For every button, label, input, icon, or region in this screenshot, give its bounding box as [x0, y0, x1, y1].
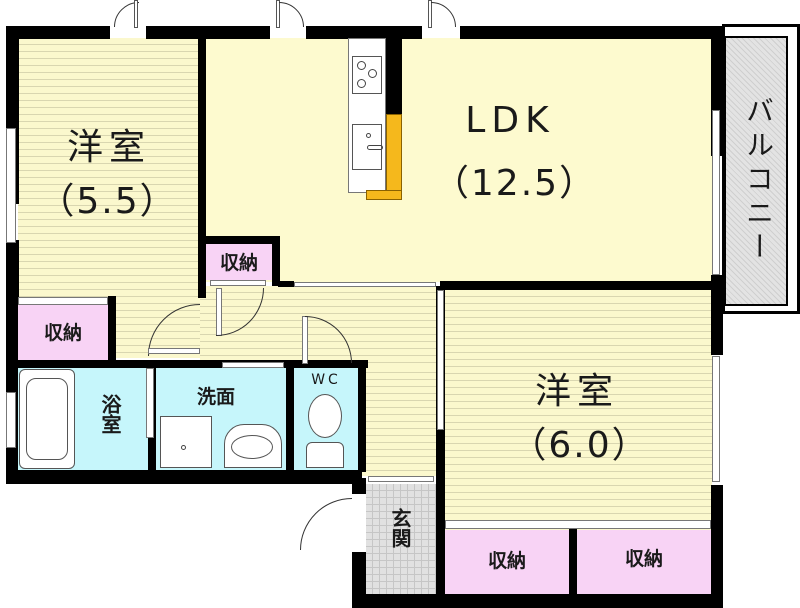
- wall-top-left: [6, 26, 110, 39]
- door-top-1[interactable]: [110, 0, 146, 39]
- wall-right-low: [711, 485, 723, 608]
- western-room-right-floor: [445, 290, 712, 530]
- kitchen-wall: [386, 38, 402, 116]
- door-left-room-leaf[interactable]: [148, 348, 200, 354]
- wall-storage-divider: [569, 522, 577, 598]
- window-ldk-balcony: [712, 110, 720, 275]
- sink-icon: [352, 124, 383, 170]
- door-top-3[interactable]: [422, 0, 460, 39]
- washing-machine-icon: [160, 416, 212, 468]
- storage-left-label: 収納: [43, 322, 82, 344]
- balcony: バルコニー: [724, 36, 788, 306]
- wall-wet-bottom: [6, 470, 362, 484]
- wall-wet-top: [18, 360, 368, 368]
- hallway-lower-floor: [362, 366, 436, 476]
- wall-wc-right: [358, 360, 366, 472]
- wall-wash-wc: [286, 362, 294, 472]
- toilet-label: WC: [311, 372, 341, 388]
- kitchen-bar: [386, 114, 402, 200]
- storage-bottom-1[interactable]: 収納: [445, 530, 569, 594]
- entrance: 玄関: [366, 484, 436, 594]
- front-door-opening[interactable]: [352, 494, 366, 552]
- stove-icon: [352, 56, 382, 94]
- wall-top-mid1: [146, 26, 270, 39]
- balcony-label: バルコニー: [742, 96, 775, 266]
- wall-bottom: [352, 594, 722, 608]
- washroom-door[interactable]: [222, 362, 284, 368]
- bathroom: 浴室: [18, 368, 148, 470]
- toilet-tank-icon: [306, 442, 344, 468]
- wall-top-mid2: [306, 26, 422, 39]
- window-left-room: [6, 128, 16, 243]
- wall-top-right: [460, 26, 724, 39]
- western-room-right-size: （6.0）: [510, 425, 650, 466]
- window-right-room: [712, 356, 720, 482]
- bathroom-door[interactable]: [146, 368, 154, 438]
- storage-ldk-door[interactable]: [210, 280, 266, 286]
- wall-storage-ldk-right: [272, 236, 280, 286]
- wall-storage-ldk-top: [200, 236, 280, 244]
- bathtub-icon: [19, 369, 75, 469]
- wall-storage-left-right: [108, 296, 116, 362]
- kitchen-bar-foot: [366, 190, 402, 200]
- storage-left[interactable]: 収納: [18, 305, 108, 360]
- entrance-step: [368, 476, 434, 482]
- storage-bottom-1-label: 収納: [487, 550, 526, 572]
- ldk-size: （12.5）: [432, 163, 598, 204]
- door-ldk-sliding[interactable]: [294, 282, 436, 287]
- storage-ldk[interactable]: 収納: [206, 244, 272, 280]
- toilet: WC: [294, 368, 358, 470]
- wall-hall-right: [436, 286, 445, 608]
- western-room-right-label: 洋室: [534, 371, 619, 412]
- storage-bottom-doors[interactable]: [445, 520, 711, 529]
- door-top-2[interactable]: [270, 0, 306, 39]
- storage-left-door[interactable]: [18, 297, 108, 305]
- wall-right-mid: [711, 275, 723, 355]
- wall-divider-left: [198, 38, 206, 298]
- wall-ldk-bottom: [440, 281, 712, 290]
- washroom: 洗面: [156, 368, 286, 470]
- toilet-bowl-icon: [308, 394, 342, 438]
- storage-bottom-2[interactable]: 収納: [577, 530, 711, 594]
- storage-ldk-label: 収納: [219, 252, 258, 274]
- ldk-label: LDK: [465, 100, 555, 141]
- western-room-left-label: 洋室: [66, 127, 151, 168]
- wall-ldk-bottom-left: [278, 281, 294, 287]
- storage-bottom-2-label: 収納: [624, 548, 663, 570]
- western-room-left-size: （5.5）: [38, 181, 178, 222]
- entrance-label: 玄関: [388, 508, 412, 548]
- wash-basin-icon: [224, 424, 282, 468]
- bathroom-label: 浴室: [98, 394, 122, 434]
- door-right-room-sliding[interactable]: [437, 290, 444, 430]
- ldk-floor: [206, 38, 712, 282]
- window-bath: [6, 392, 16, 448]
- washroom-label: 洗面: [196, 386, 235, 408]
